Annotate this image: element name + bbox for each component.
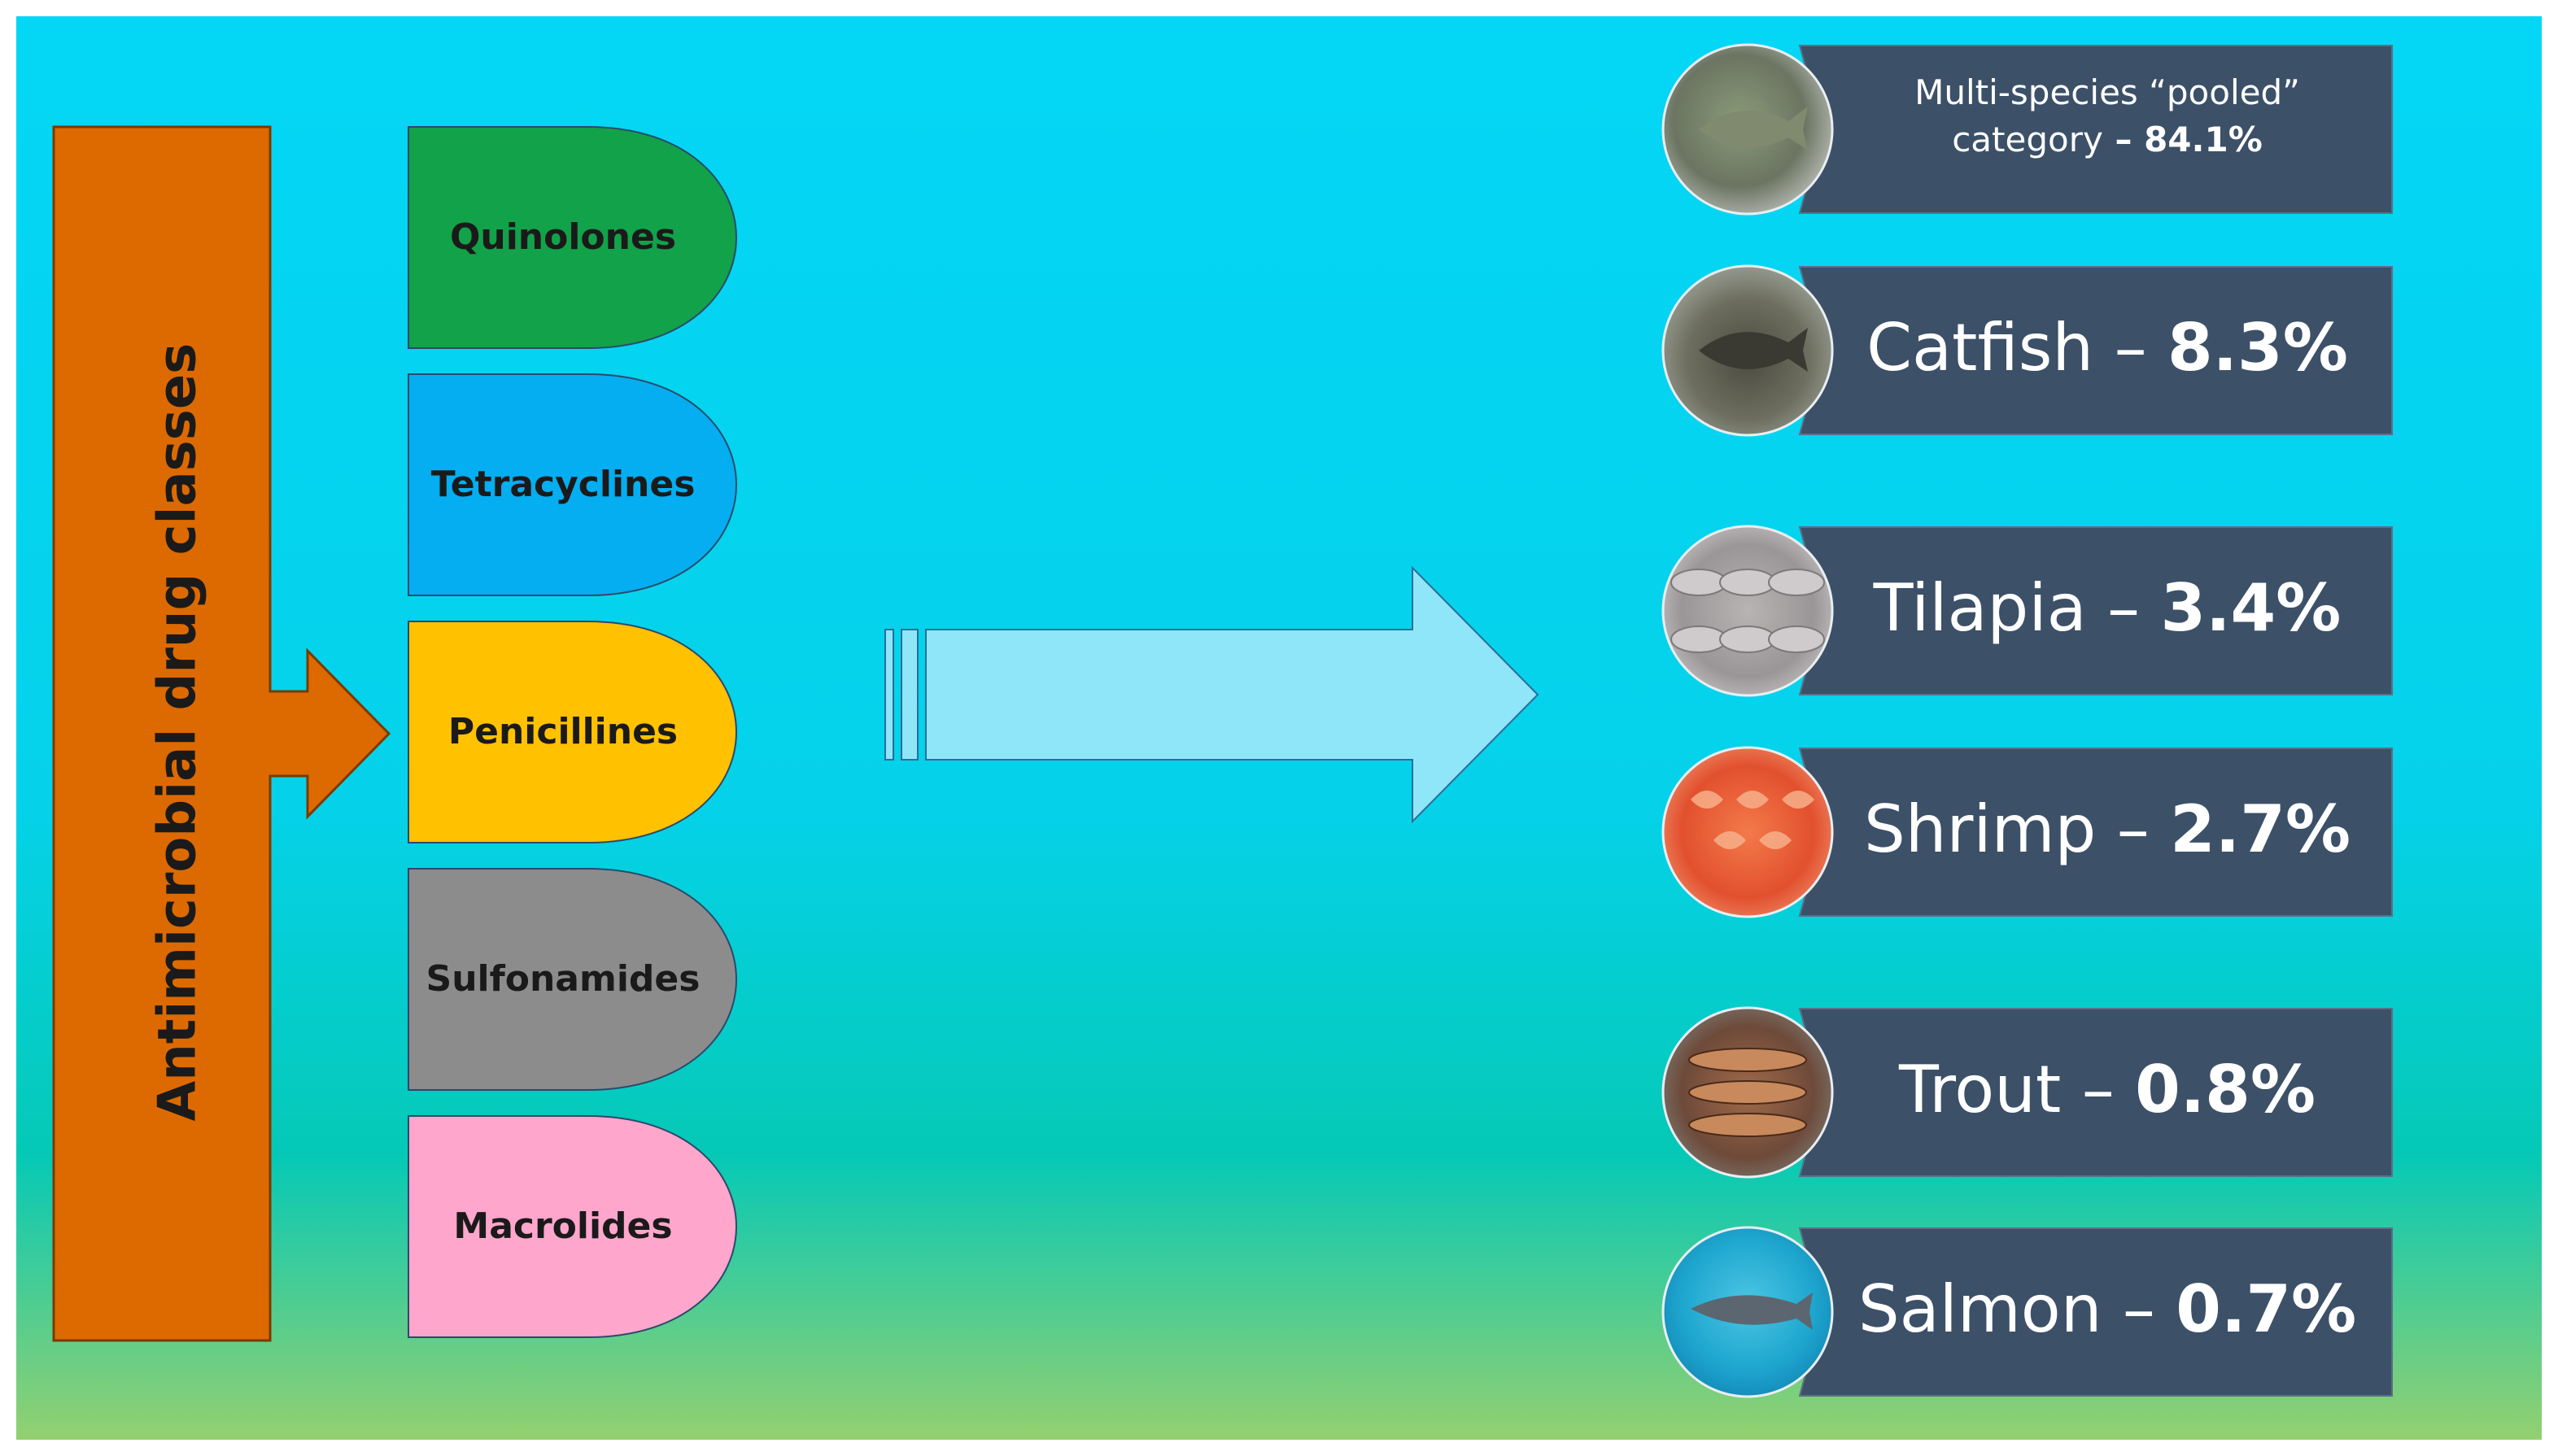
- species-line: Salmon – 0.7%: [1858, 1271, 2356, 1347]
- species-name: Catfish: [1866, 310, 2093, 386]
- drug-class-label: Macrolides: [453, 1205, 672, 1247]
- species-name: Salmon: [1858, 1271, 2102, 1347]
- drug-class-shape: [408, 1115, 737, 1338]
- species-dash: –: [2103, 120, 2144, 159]
- species-dash: –: [2061, 1052, 2135, 1127]
- species-line: Tilapia – 3.4%: [1873, 570, 2342, 646]
- bar-label: Antimicrobial drug classes: [148, 343, 208, 1122]
- catfish-photo-icon: [1661, 264, 1834, 437]
- species-dash: –: [2093, 310, 2167, 386]
- result-arrow: [884, 565, 1539, 824]
- salmon-photo-icon: [1661, 1226, 1834, 1398]
- species-name: Shrimp: [1864, 791, 2096, 867]
- species-name: Multi-species “pooled”: [1914, 72, 2300, 112]
- species-value: 84.1%: [2144, 120, 2263, 159]
- drug-class-sulfonamides: Sulfonamides: [408, 868, 737, 1091]
- species-name-line2: category: [1952, 120, 2103, 159]
- species-panel-2: Catfish – 8.3%: [1661, 264, 2393, 437]
- species-value: 0.7%: [2176, 1271, 2356, 1347]
- species-line: Trout – 0.8%: [1898, 1052, 2316, 1127]
- drug-class-quinolones: Quinolones: [408, 126, 737, 349]
- species-dash: –: [2096, 791, 2170, 867]
- drug-class-shape: [408, 126, 737, 349]
- species-name: Tilapia: [1873, 570, 2087, 646]
- drug-class-tetracyclines: Tetracyclines: [408, 373, 737, 596]
- species-line: Catfish – 8.3%: [1866, 310, 2348, 386]
- species-panel-4: Shrimp – 2.7%: [1661, 746, 2393, 918]
- species-panel-6: Salmon – 0.7%: [1661, 1226, 2393, 1398]
- species-dash: –: [2102, 1271, 2176, 1347]
- tilapia-photo-icon: [1661, 525, 1834, 697]
- species-line2: category – 84.1%: [1952, 120, 2263, 159]
- drug-class-shape: [408, 373, 737, 596]
- trout-photo-icon: [1661, 1006, 1834, 1179]
- antimicrobial-bar-arrow: [52, 125, 391, 1342]
- fish-photo-icon: [1661, 43, 1834, 216]
- species-value: 8.3%: [2167, 310, 2348, 386]
- drug-class-shape: [408, 868, 737, 1091]
- drug-class-penicillines: Penicillines: [408, 621, 737, 844]
- species-value: 3.4%: [2160, 570, 2341, 646]
- species-value: 2.7%: [2170, 791, 2351, 867]
- drug-class-macrolides: Macrolides: [408, 1115, 737, 1338]
- species-value: 0.8%: [2135, 1052, 2316, 1127]
- species-name: Trout: [1898, 1052, 2061, 1127]
- drug-class-label: Quinolones: [450, 216, 676, 258]
- species-line: Shrimp – 2.7%: [1864, 791, 2351, 867]
- drug-class-label: Penicillines: [448, 711, 678, 752]
- drug-class-list: QuinolonesTetracyclinesPenicillinesSulfo…: [408, 126, 737, 1338]
- species-panel-5: Trout – 0.8%: [1661, 1006, 2393, 1179]
- species-panel-1: Multi-species “pooled” category – 84.1%: [1661, 43, 2393, 216]
- species-panel-3: Tilapia – 3.4%: [1661, 525, 2393, 697]
- drug-class-label: Tetracyclines: [431, 464, 696, 505]
- species-list: Multi-species “pooled” category – 84.1% Ca…: [1661, 43, 2393, 1398]
- species-dash: –: [2087, 570, 2161, 646]
- drug-class-label: Sulfonamides: [426, 958, 701, 1000]
- drug-class-shape: [408, 621, 737, 844]
- shrimp-photo-icon: [1661, 746, 1834, 918]
